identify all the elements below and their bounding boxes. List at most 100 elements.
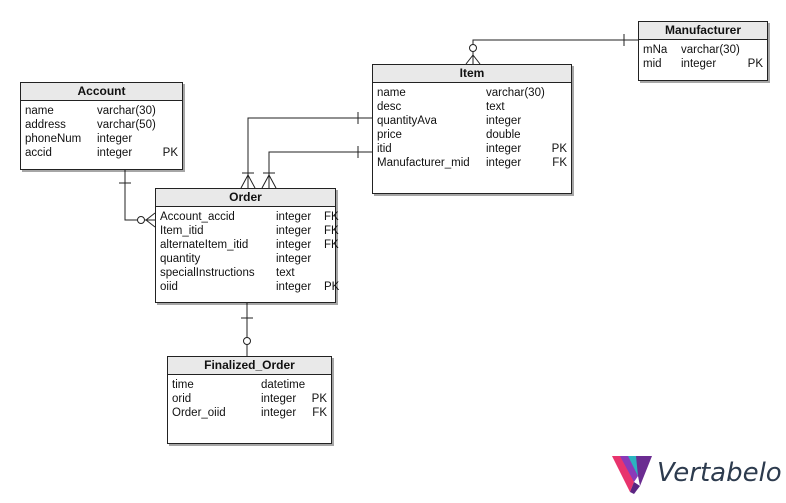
column-row: Manufacturer_mid integer FK: [377, 156, 567, 170]
column-name: mNa: [643, 44, 668, 56]
column-type: integer: [97, 147, 133, 159]
column-name: alternateItem_itid: [160, 239, 249, 251]
column-row: alternateItem_itid integer FK: [160, 238, 339, 252]
table-item[interactable]: Item name varchar(30) desc text quantity…: [372, 64, 572, 194]
column-row: accid integer PK: [25, 146, 178, 160]
column-type: integer: [97, 133, 133, 145]
column-key: [546, 114, 567, 128]
column-row: Item_itid integer FK: [160, 224, 339, 238]
column-row: address varchar(50): [25, 118, 178, 132]
table-order[interactable]: Order Account_accid integer FK Item_itid…: [155, 188, 339, 303]
column-type: integer: [486, 115, 522, 127]
column-type: integer: [486, 157, 522, 169]
column-row: mid integer PK: [643, 57, 763, 71]
column-key: FK: [312, 407, 327, 419]
column-name: Account_accid: [160, 211, 235, 223]
column-name: quantityAva: [377, 115, 437, 127]
column-key: [157, 104, 178, 118]
column-key: [324, 252, 331, 266]
table-title: Finalized_Order: [168, 357, 331, 375]
column-name: Manufacturer_mid: [377, 157, 470, 169]
table-title: Item: [373, 65, 571, 83]
column-type: integer: [276, 211, 312, 223]
column-row: time datetime: [172, 378, 327, 392]
column-type: integer: [276, 225, 312, 237]
brand-wordmark: Vertabelo: [657, 458, 782, 488]
column-row: name varchar(30): [377, 86, 567, 100]
relationship-item-manufacturer[interactable]: [465, 34, 638, 65]
column-key: PK: [324, 281, 340, 293]
column-type: integer: [276, 239, 312, 251]
column-row: oiid integer PK: [160, 280, 339, 294]
column-row: quantity integer: [160, 252, 331, 266]
column-name: accid: [25, 147, 52, 159]
table-title: Manufacturer: [639, 22, 767, 40]
column-type: varchar(30): [97, 105, 156, 117]
column-type: integer: [276, 253, 312, 265]
column-key: [741, 43, 763, 57]
column-row: specialInstructions text: [160, 266, 331, 280]
column-key: FK: [324, 239, 339, 251]
column-key: [157, 132, 178, 146]
column-row: desc text: [377, 100, 567, 114]
column-name: Order_oiid: [172, 407, 226, 419]
column-type: integer: [276, 281, 312, 293]
column-name: orid: [172, 393, 192, 405]
column-name: itid: [377, 143, 392, 155]
column-key: PK: [162, 147, 178, 159]
column-name: Item_itid: [160, 225, 204, 237]
relationship-item-order-alternate[interactable]: [261, 146, 372, 189]
table-finalized-order[interactable]: Finalized_Order time datetime orid integ…: [167, 356, 332, 444]
column-key: [324, 266, 331, 280]
column-name: oiid: [160, 281, 178, 293]
relationship-order-finalized[interactable]: [241, 301, 253, 356]
column-type: text: [486, 101, 505, 113]
column-type: varchar(30): [486, 87, 545, 99]
column-name: time: [172, 379, 194, 391]
table-title: Order: [156, 189, 335, 207]
column-name: name: [25, 105, 54, 117]
column-key: FK: [552, 157, 567, 169]
vertabelo-logo: Vertabelo: [610, 452, 782, 496]
column-name: name: [377, 87, 406, 99]
relationship-item-order-itid[interactable]: [240, 112, 372, 189]
relationship-account-order[interactable]: [119, 168, 156, 228]
column-type: integer: [261, 393, 297, 405]
column-type: double: [486, 129, 521, 141]
column-name: quantity: [160, 253, 201, 265]
column-key: [546, 86, 567, 100]
column-key: PK: [311, 393, 327, 405]
column-row: name varchar(30): [25, 104, 178, 118]
column-row: itid integer PK: [377, 142, 567, 156]
column-key: FK: [324, 211, 339, 223]
column-row: mNa varchar(30): [643, 43, 763, 57]
column-key: [546, 100, 567, 114]
table-manufacturer[interactable]: Manufacturer mNa varchar(30) mid integer…: [638, 21, 768, 81]
column-type: integer: [681, 58, 717, 70]
column-key: FK: [324, 225, 339, 237]
column-key: [311, 378, 327, 392]
column-key: PK: [747, 58, 763, 70]
column-name: phoneNum: [25, 133, 82, 145]
column-key: [546, 128, 567, 142]
column-key: [157, 118, 178, 132]
column-key: PK: [551, 143, 567, 155]
column-name: price: [377, 129, 402, 141]
column-type: integer: [261, 407, 297, 419]
column-row: Account_accid integer FK: [160, 210, 339, 224]
column-type: varchar(50): [97, 119, 156, 131]
column-type: integer: [486, 143, 522, 155]
column-name: desc: [377, 101, 402, 113]
column-type: datetime: [261, 379, 306, 391]
column-row: orid integer PK: [172, 392, 327, 406]
column-row: Order_oiid integer FK: [172, 406, 327, 420]
column-name: specialInstructions: [160, 267, 255, 279]
column-row: phoneNum integer: [25, 132, 178, 146]
column-name: address: [25, 119, 66, 131]
column-type: text: [276, 267, 295, 279]
vertabelo-logo-icon: [612, 456, 652, 494]
column-name: mid: [643, 58, 662, 70]
table-account[interactable]: Account name varchar(30) address varchar…: [20, 82, 183, 170]
table-title: Account: [21, 83, 182, 101]
